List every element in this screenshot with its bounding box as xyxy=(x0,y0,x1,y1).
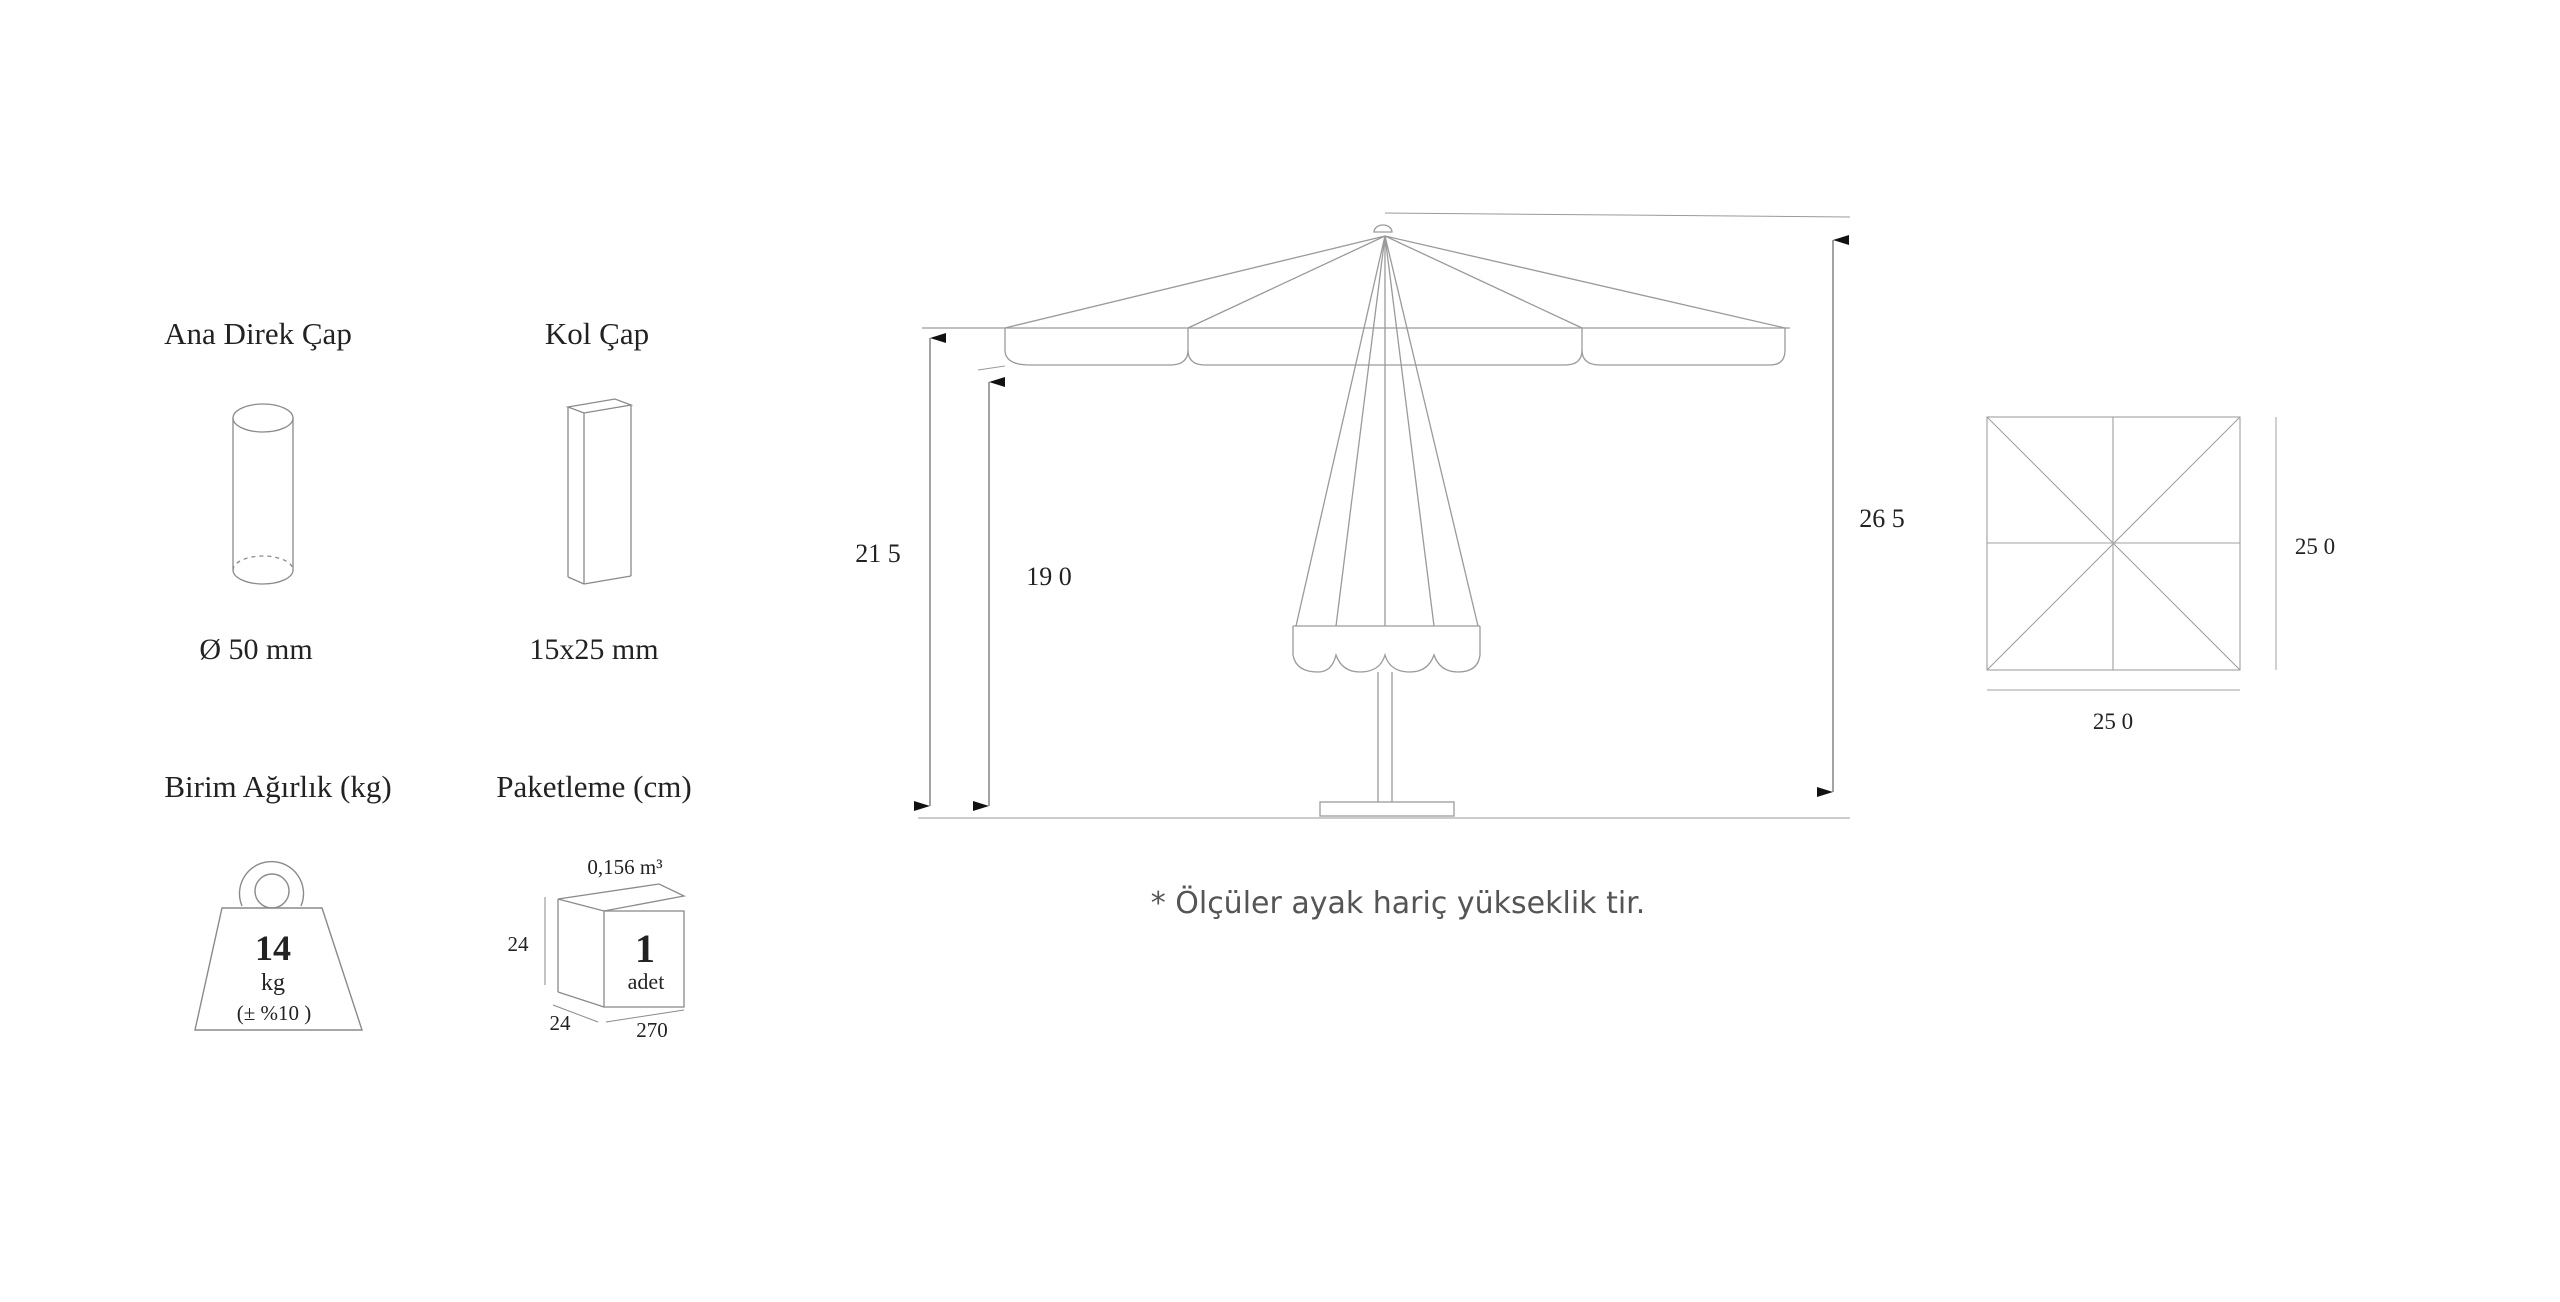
pole-diameter-title: Ana Direk Çap xyxy=(164,316,352,351)
packaging-depth: 24 xyxy=(550,1011,572,1035)
packaging-title: Paketleme (cm) xyxy=(496,769,691,804)
packaging-count-unit: adet xyxy=(628,969,665,994)
unit-weight-unit: kg xyxy=(261,970,285,996)
unit-weight-value: 14 xyxy=(255,928,291,968)
weight-icon xyxy=(194,860,363,1031)
packaging-count: 1 xyxy=(635,926,655,971)
pole-diameter-value: Ø 50 mm xyxy=(199,633,312,666)
cylinder-icon xyxy=(232,403,294,585)
umbrella-drawing xyxy=(918,212,1851,819)
height-footnote: * Ölçüler ayak hariç yükseklik tir. xyxy=(1151,885,1646,921)
unit-weight-tolerance: (± %10 ) xyxy=(237,1001,312,1025)
umbrella-top-view: 25 0 25 0 xyxy=(1986,416,2335,734)
unit-weight-title: Birim Ağırlık (kg) xyxy=(164,769,391,804)
arm-diameter-value: 15x25 mm xyxy=(529,633,658,666)
top-view-width: 25 0 xyxy=(2093,709,2133,734)
package-box-icon xyxy=(544,883,687,1023)
rectangular-bar-icon xyxy=(565,398,634,585)
packaging-length: 270 xyxy=(636,1018,668,1042)
dim-valance-height: 19 0 xyxy=(1026,562,1072,591)
dim-overall-height: 26 5 xyxy=(1859,504,1905,533)
spec-panel: Ana Direk Çap Ø 50 mm Kol Çap 15x25 mm xyxy=(164,316,692,1042)
arm-diameter-spec: Kol Çap 15x25 mm xyxy=(529,316,658,666)
umbrella-side-view: 21 5 19 0 26 5 * Ölçüler ayak hariç yüks… xyxy=(855,212,1905,921)
top-view-depth: 25 0 xyxy=(2295,534,2335,559)
packaging-spec: Paketleme (cm) 0,156 m³ 1 adet 24 24 270 xyxy=(496,769,691,1042)
packaging-height: 24 xyxy=(508,932,530,956)
unit-weight-spec: Birim Ağırlık (kg) 14 kg (± %10 ) xyxy=(164,769,392,1031)
top-view-square xyxy=(1986,416,2277,691)
pole-diameter-spec: Ana Direk Çap Ø 50 mm xyxy=(164,316,352,666)
dimension-lines xyxy=(914,235,1849,811)
packaging-volume: 0,156 m³ xyxy=(587,855,662,879)
arm-diameter-title: Kol Çap xyxy=(545,316,649,351)
dim-canopy-edge-height: 21 5 xyxy=(855,539,901,568)
